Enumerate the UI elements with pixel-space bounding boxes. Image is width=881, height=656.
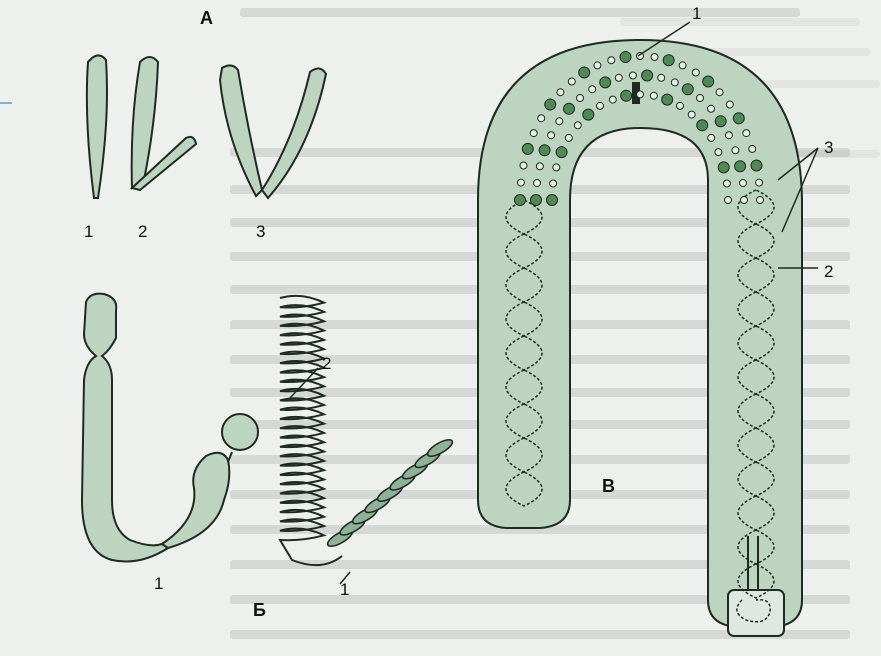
chromomere-bead [697, 120, 708, 131]
chromomere-bead [733, 113, 744, 124]
chromomere-bead [550, 180, 557, 187]
chromomere-bead [568, 78, 575, 85]
chromomere-bead [531, 195, 542, 206]
panel-c-letter: В [602, 476, 615, 497]
chromomere-bead [677, 102, 684, 109]
chromomere-bead [708, 105, 715, 112]
chromomere-bead [671, 79, 678, 86]
chromomere-bead [692, 69, 699, 76]
chromomere-bead [741, 197, 748, 204]
chromomere-bead [629, 72, 636, 79]
chromomere-bead [718, 162, 729, 173]
panel-a-letter: А [200, 8, 213, 29]
chromomere-bead [708, 134, 715, 141]
panel-b-label-2: 2 [322, 354, 331, 374]
chromomere-bead [725, 197, 732, 204]
panel-b-chromosome [82, 294, 258, 562]
chromomere-bead [517, 179, 524, 186]
chromomere-bead [735, 161, 746, 172]
chromomere-bead [548, 132, 555, 139]
chromomere-bead [749, 145, 756, 152]
chromomere-bead [556, 118, 563, 125]
chromomere-bead [564, 103, 575, 114]
chromomere-bead [600, 77, 611, 88]
panel-b-label-1-left: 1 [154, 574, 163, 594]
chromomere-bead [663, 55, 674, 66]
chromomere-bead [553, 164, 560, 171]
chromomere-bead [658, 74, 665, 81]
chromomere-bead [642, 70, 653, 81]
chromomere-bead [732, 147, 739, 154]
chromomere-bead [538, 115, 545, 122]
chromomere-bead [597, 102, 604, 109]
chromomere-bead [726, 101, 733, 108]
panel-a-shapes [87, 55, 326, 198]
chromomere-bead [608, 57, 615, 64]
chromomere-bead [620, 52, 631, 63]
chromomere-bead [703, 76, 714, 87]
chromomere-bead [520, 162, 527, 169]
chromomere-bead [697, 95, 704, 102]
coil-path [280, 296, 342, 565]
chromomere-bead [637, 91, 644, 98]
chromomere-bead [530, 130, 537, 137]
chromomere-bead [579, 67, 590, 78]
chromomere-bead [751, 160, 762, 171]
chromomere-bead [621, 90, 632, 101]
chromomere-bead [651, 54, 658, 61]
chromomere-bead [743, 130, 750, 137]
chromomere-bead [688, 111, 695, 118]
chromomere-bead [539, 145, 550, 156]
chromomere-bead [594, 62, 601, 69]
chromomere-bead [589, 86, 596, 93]
chromomere-bead [756, 179, 763, 186]
panel-c-label-2: 2 [824, 262, 833, 282]
chromomere-bead [682, 84, 693, 95]
chromomere-bead [557, 89, 564, 96]
panel-c-label-3: 3 [824, 138, 833, 158]
panel-a-item-1: 1 [84, 222, 93, 242]
chromomere-bead [662, 94, 673, 105]
chromomere-bead [725, 132, 732, 139]
chromomere-bead [574, 122, 581, 129]
chromomere-bead [534, 180, 541, 187]
chromomere-bead [547, 195, 558, 206]
chromomere-bead [615, 74, 622, 81]
chromomere-bead [545, 99, 556, 110]
chromomere-bead [679, 62, 686, 69]
chromomere-bead [740, 180, 747, 187]
chromomere-bead [515, 195, 526, 206]
chromomere-bead [522, 143, 533, 154]
chromomere-bead [650, 92, 657, 99]
chromomere-bead [757, 197, 764, 204]
chromomere-bead [577, 95, 584, 102]
chromomere-bead [716, 89, 723, 96]
chromomere-bead [609, 96, 616, 103]
panel-b-letter: Б [253, 600, 266, 621]
chromomere-bead [715, 149, 722, 156]
chromomere-bead [565, 134, 572, 141]
panel-b-label-1-right: 1 [340, 580, 349, 600]
chromomere-bead [556, 147, 567, 158]
panel-a-item-2: 2 [138, 222, 147, 242]
chromomere-bead [583, 109, 594, 120]
panel-c-label-1: 1 [692, 4, 701, 24]
chromomere-bead [536, 163, 543, 170]
chromomere-bead [715, 116, 726, 127]
panel-a-item-3: 3 [256, 222, 265, 242]
chromomere-bead [723, 180, 730, 187]
